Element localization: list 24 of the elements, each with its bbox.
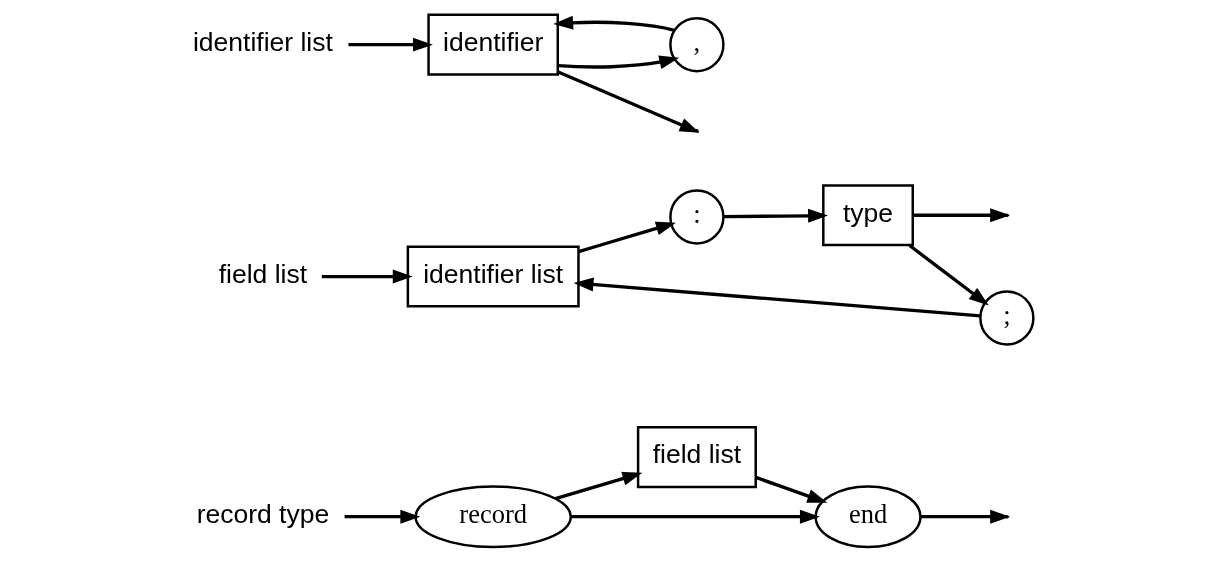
arrow	[555, 471, 643, 501]
arrow	[578, 221, 676, 254]
node-box: field list	[636, 426, 757, 489]
node-text: record type	[196, 499, 330, 530]
arrow	[573, 277, 981, 318]
arrow	[344, 509, 421, 524]
arrow	[553, 15, 675, 32]
node-box: type	[822, 184, 914, 247]
node-box: identifier list	[406, 245, 580, 308]
arrow	[558, 55, 680, 70]
node-text: field list	[218, 258, 308, 289]
node-ellipse: record	[414, 485, 572, 549]
arrow	[755, 475, 828, 503]
node-circle: ,	[669, 16, 725, 73]
node-circle: :	[669, 189, 725, 245]
node-text: identifier list	[192, 26, 333, 57]
node-ellipse: end	[814, 485, 922, 549]
arrow	[348, 37, 433, 52]
node-box: identifier	[427, 13, 559, 76]
node-circle: ;	[979, 290, 1035, 346]
arrow	[570, 509, 820, 524]
arrow	[908, 244, 989, 306]
arrow	[321, 269, 413, 284]
arrow	[724, 208, 828, 223]
